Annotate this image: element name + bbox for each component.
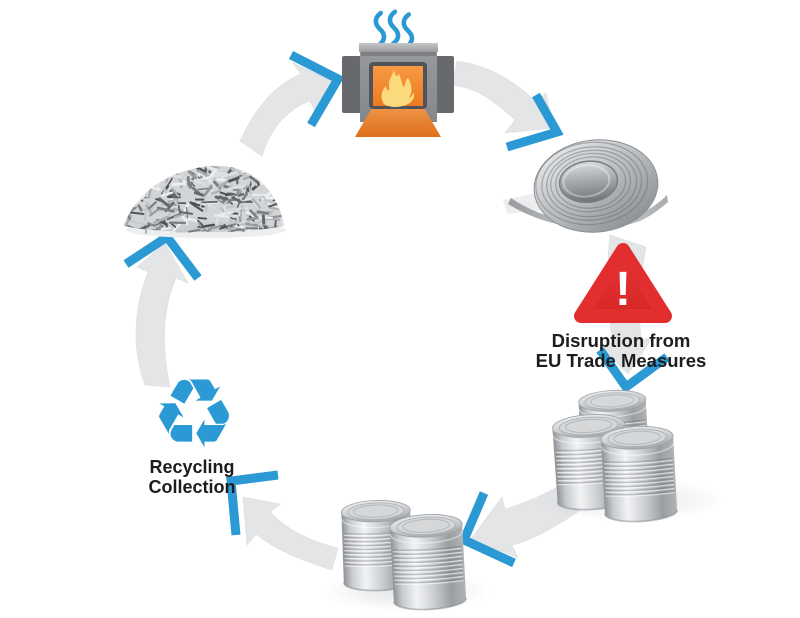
chevron-icon <box>226 470 279 536</box>
tin-can-icon <box>593 422 684 526</box>
arrow-recycling-to-scrap <box>123 230 202 388</box>
chevron-icon <box>123 230 202 281</box>
recycling-label-line1: Recycling <box>149 457 235 477</box>
furnace-cap <box>359 43 438 52</box>
disruption-label-line2: EU Trade Measures <box>535 350 707 371</box>
recycling-label-line2: Collection <box>148 476 236 497</box>
arrow-furnace-to-coil <box>451 60 564 152</box>
steel-coil-icon <box>503 139 668 233</box>
furnace-ramp <box>355 106 441 137</box>
furnace-right-wing <box>435 56 454 113</box>
furnace-left-wing <box>342 56 361 113</box>
coil-hole <box>558 160 619 204</box>
arrow-cans-to-recycling <box>226 470 339 571</box>
disruption-label-line1: Disruption from <box>551 330 691 351</box>
scrap-metal-icon <box>124 165 286 238</box>
recycling-icon: ♻ <box>150 361 238 468</box>
flame-icon <box>381 70 415 107</box>
chevron-icon <box>505 92 564 152</box>
steam-icon <box>373 9 415 48</box>
tin-can-icon <box>382 510 473 614</box>
recycling-collection-label: Recycling Collection <box>126 457 258 497</box>
warning-exclamation: ! <box>615 263 631 316</box>
disruption-label: Disruption from EU Trade Measures <box>518 331 724 371</box>
furnace-icon <box>342 43 454 137</box>
chevron-icon <box>288 50 345 128</box>
arrow-scrap-to-furnace <box>239 50 345 157</box>
chevron-icon <box>458 491 516 568</box>
warning-icon: ! <box>574 243 672 323</box>
chevron-icon <box>596 347 670 394</box>
